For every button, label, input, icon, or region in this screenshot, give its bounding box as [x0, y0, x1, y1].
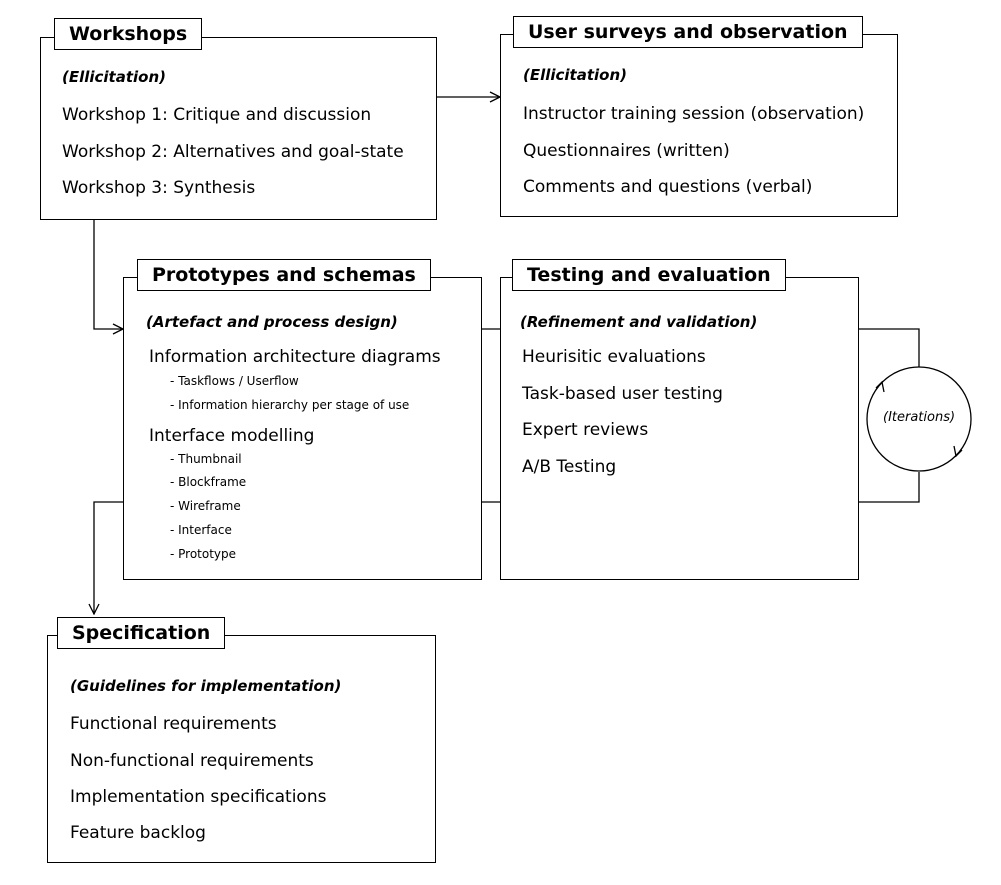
workshops-subtitle: (Ellicitation) [62, 68, 167, 86]
prototypes-group2-item-5: - Prototype [170, 547, 237, 561]
iteration-line-bottom [858, 472, 920, 503]
iteration-cycle-icon [866, 366, 972, 472]
surveys-item-2: Questionnaires (written) [523, 141, 730, 161]
prototypes-box [123, 277, 482, 580]
surveys-item-1: Instructor training session (observation… [523, 104, 865, 124]
prototypes-group1-heading: Information architecture diagrams [149, 347, 441, 367]
specification-item-4: Feature backlog [70, 823, 206, 843]
workshops-item-1: Workshop 1: Critique and discussion [62, 105, 372, 125]
surveys-item-3: Comments and questions (verbal) [523, 177, 813, 197]
iteration-arrowhead-left [875, 380, 885, 393]
specification-subtitle: (Guidelines for implementation) [70, 677, 342, 695]
testing-subtitle: (Refinement and validation) [520, 313, 758, 331]
workshops-item-2: Workshop 2: Alternatives and goal-state [62, 142, 404, 162]
prototypes-group2-heading: Interface modelling [149, 426, 315, 446]
specification-item-2: Non-functional requirements [70, 751, 314, 771]
arrow-workshops-to-prototypes [93, 219, 123, 329]
specification-item-1: Functional requirements [70, 714, 277, 734]
iteration-arrowhead-right [953, 445, 963, 458]
surveys-subtitle: (Ellicitation) [523, 66, 628, 84]
specification-title: Specification [57, 617, 226, 649]
prototypes-group2-item-2: - Blockframe [170, 475, 247, 489]
prototypes-group2-item-3: - Wireframe [170, 499, 241, 513]
prototypes-group1-item-2: - Information hierarchy per stage of use [170, 398, 410, 412]
prototypes-group2-item-1: - Thumbnail [170, 452, 242, 466]
prototypes-subtitle: (Artefact and process design) [146, 313, 398, 331]
testing-title: Testing and evaluation [512, 259, 786, 291]
iteration-line-top [858, 328, 920, 368]
workshops-item-3: Workshop 3: Synthesis [62, 178, 256, 198]
workshops-box [40, 37, 437, 220]
specification-box [47, 635, 436, 863]
testing-item-3: Expert reviews [522, 420, 649, 440]
iterations-label: (Iterations) [883, 410, 956, 425]
workshops-title: Workshops [54, 18, 203, 50]
prototypes-group1-item-1: - Taskflows / Userflow [170, 374, 299, 388]
testing-box [500, 277, 859, 580]
prototypes-title: Prototypes and schemas [137, 259, 431, 291]
testing-item-1: Heurisitic evaluations [522, 347, 706, 367]
arrow-prototypes-to-specification [94, 501, 123, 614]
surveys-box [500, 34, 898, 217]
testing-item-2: Task-based user testing [522, 384, 723, 404]
testing-item-4: A/B Testing [522, 457, 617, 477]
prototypes-group2-item-4: - Interface [170, 523, 232, 537]
specification-item-3: Implementation specifications [70, 787, 327, 807]
surveys-title: User surveys and observation [513, 16, 863, 48]
